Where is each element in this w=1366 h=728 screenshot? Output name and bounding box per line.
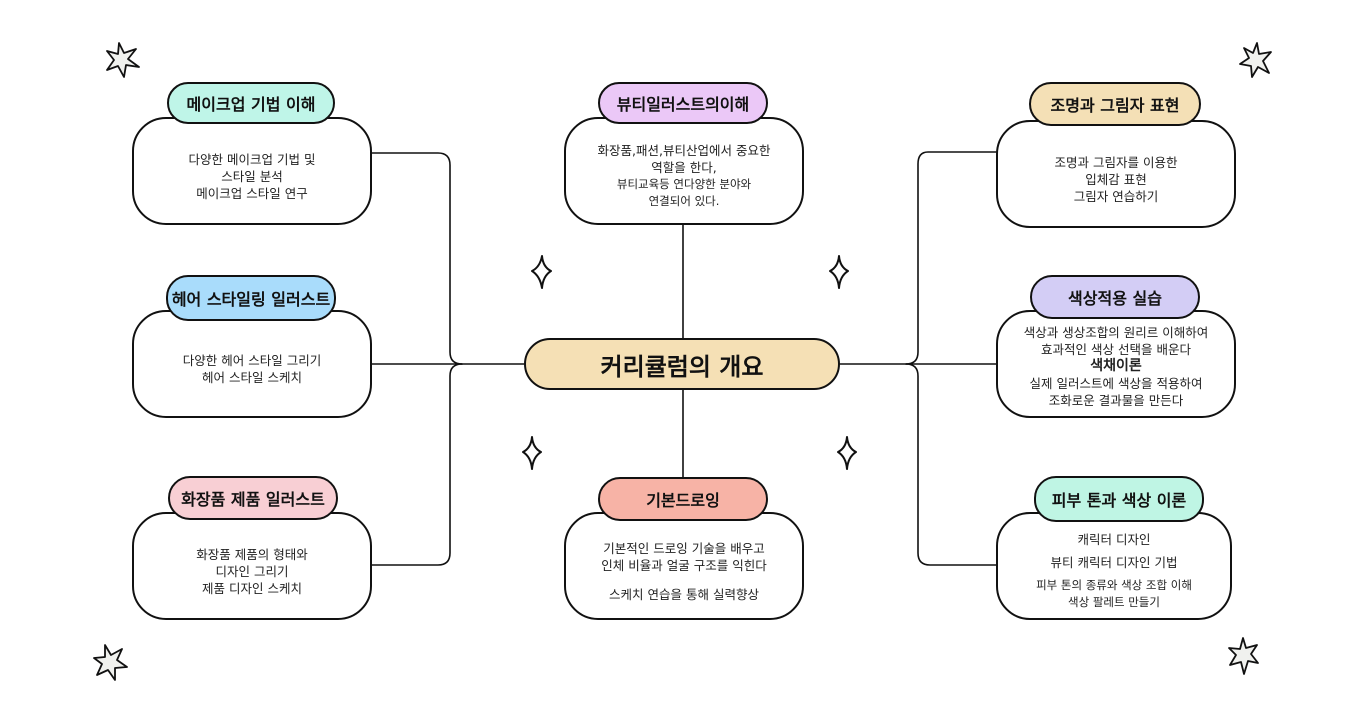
connector-right-top [905,151,997,365]
topic-text: 헤어 스타일 스케치 [202,370,302,385]
topic-card-lighting: 조명과 그림자를 이용한 입체감 표현 그림자 연습하기 [996,120,1236,228]
topic-title-drawing: 기본드로잉 [598,477,768,521]
topic-title-cosmetics: 화장품 제품 일러스트 [168,476,338,520]
topic-text: 디자인 그리기 [215,563,289,579]
sparkle-icon [522,436,542,470]
topic-card-color: 색상과 생상조합의 원리르 이해하여 효과적인 색상 선택을 배운다 색채이론 … [996,310,1236,418]
topic-card-cosmetics: 화장품 제품의 형태와 디자인 그리기 제품 디자인 스케치 [132,512,372,620]
topic-card-hair: 다양한 헤어 스타일 그리기 헤어 스타일 스케치 [132,310,372,418]
topic-text: 화장품,패션,뷰티산업에서 중요한 [597,143,771,158]
topic-text: 효과적인 색상 선택을 배운다 [1041,341,1191,357]
topic-text: 제품 디자인 스케치 [202,580,302,596]
topic-text: 역할을 한다, [651,160,717,175]
topic-text: 화장품 제품의 형태와 [196,546,308,562]
star-icon [1239,42,1272,78]
topic-text: 인체 비율과 얼굴 구조를 익힌다 [601,557,767,573]
topic-text: 다양한 헤어 스타일 그리기 [182,353,322,368]
topic-title-color: 색상적용 실습 [1030,275,1200,319]
topic-text: 뷰티 캐릭터 디자인 기법 [1050,555,1178,570]
topic-text: 조명과 그림자를 이용한 [1054,154,1178,170]
topic-text: 뷰티교육등 연다양한 분야와 [616,177,752,191]
topic-text: 연결되어 있다. [648,194,720,208]
connector-left-bottom [369,363,463,566]
star-icon [1228,637,1259,675]
central-topic: 커리큘럼의 개요 [524,338,840,390]
topic-card-skin: 캐릭터 디자인 뷰티 캐릭터 디자인 기법 피부 톤의 종류와 색상 조합 이해… [996,512,1232,620]
sparkle-icon [837,436,857,470]
topic-text: 색상 팔레트 만들기 [1068,595,1160,609]
topic-text: 다양한 메이크업 기법 및 [188,151,316,167]
topic-title-beauty-illust: 뷰티일러스트의이해 [598,82,768,124]
star-icon [106,42,140,78]
connector-right-bottom [905,363,999,566]
connector-left-top [371,152,463,365]
topic-text: 피부 톤의 종류와 색상 조합 이해 [1036,578,1192,592]
topic-card-beauty-illust: 화장품,패션,뷰티산업에서 중요한 역할을 한다, 뷰티교육등 연다양한 분야와… [564,117,804,225]
topic-text: 입체감 표현 [1085,171,1147,187]
topic-title-skin: 피부 톤과 색상 이론 [1034,476,1204,522]
topic-title-lighting: 조명과 그림자 표현 [1029,82,1201,126]
sparkle-icon [531,255,552,289]
topic-text-emphasis: 색채이론 [1090,357,1142,374]
topic-card-drawing: 기본적인 드로잉 기술을 배우고 인체 비율과 얼굴 구조를 익힌다 스케치 연… [564,512,804,620]
topic-card-makeup: 다양한 메이크업 기법 및 스타일 분석 메이크업 스타일 연구 [132,117,372,225]
sparkle-icon [829,255,849,289]
topic-text: 스케치 연습을 통해 실력향상 [609,586,759,602]
topic-text: 조화로운 결과물을 만든다 [1048,392,1184,408]
topic-text: 실제 일러스트에 색상을 적용하여 [1029,375,1203,391]
star-icon [93,644,128,681]
topic-text: 스타일 분석 [221,168,283,184]
topic-text: 메이크업 스타일 연구 [196,185,308,201]
topic-text: 그림자 연습하기 [1073,188,1159,204]
topic-text: 색상과 생상조합의 원리르 이해하여 [1023,324,1209,340]
topic-title-makeup: 메이크업 기법 이해 [167,82,335,124]
topic-text: 캐릭터 디자인 [1077,532,1151,547]
topic-text: 기본적인 드로잉 기술을 배우고 [603,540,765,556]
topic-title-hair: 헤어 스타일링 일러스트 [166,275,336,321]
